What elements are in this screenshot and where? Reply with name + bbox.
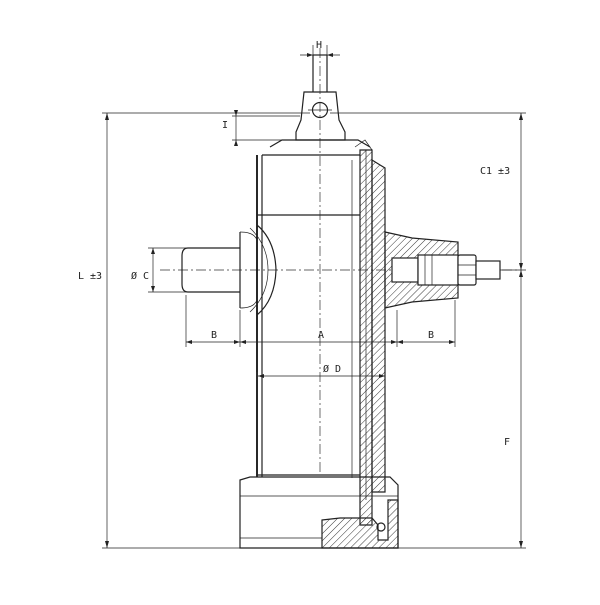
label-i: I: [222, 120, 228, 131]
label-b-right: B: [428, 330, 434, 341]
dim-c1: C1 ±3: [330, 112, 526, 271]
dim-h: H: [300, 40, 340, 57]
label-h: H: [316, 40, 322, 51]
top-eye: [295, 54, 346, 141]
label-f: F: [504, 437, 510, 448]
dim-c: Ø C: [131, 247, 188, 293]
label-d: Ø D: [323, 363, 341, 375]
side-trunnion: [181, 224, 277, 316]
dim-b-a-b: B A B: [185, 295, 456, 347]
center-lines: [160, 48, 520, 475]
sectioned-wall: [354, 139, 386, 526]
port-fitting: [384, 231, 501, 309]
dim-f: F: [398, 270, 526, 549]
label-l: L ±3: [78, 271, 102, 282]
cylinder-body: [256, 155, 361, 480]
label-c: Ø C: [131, 270, 149, 282]
label-a: A: [318, 330, 324, 341]
dim-l: L ±3: [78, 112, 310, 549]
label-b-left: B: [211, 330, 217, 341]
label-c1: C1 ±3: [480, 166, 510, 177]
top-cap: [261, 139, 371, 477]
dim-d: Ø D: [256, 363, 385, 380]
